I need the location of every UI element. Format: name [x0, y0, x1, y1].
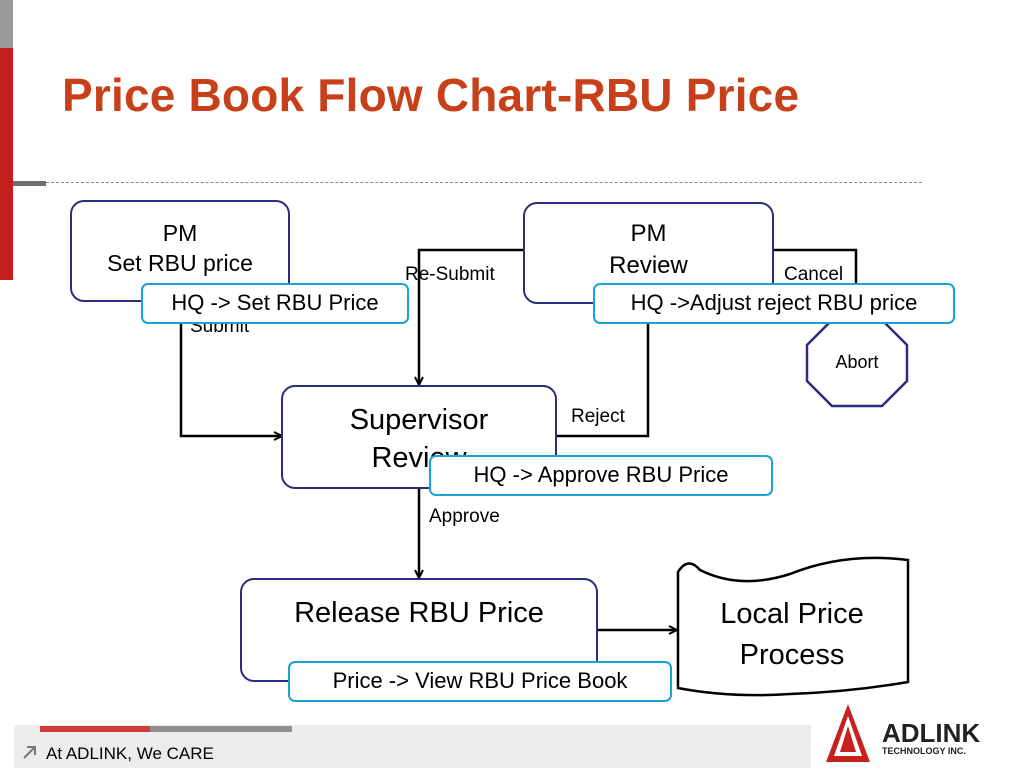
edge-reject — [556, 303, 650, 438]
footer-arrow-icon — [23, 746, 36, 759]
svg-text:ADLINK: ADLINK — [882, 718, 980, 748]
abort-octagon — [805, 318, 909, 408]
footer-bar — [14, 725, 811, 768]
footer-accent-gray — [150, 726, 292, 732]
hq-note-approve: HQ -> Approve RBU Price — [429, 455, 773, 496]
edge-label-reject: Reject — [571, 406, 625, 427]
node-release-label: Release RBU Price — [294, 597, 544, 629]
node-supervisor-label: Supervisor Review — [349, 404, 489, 474]
local-price-process-shape — [676, 556, 910, 697]
node-pm-review-label: PM Review — [609, 220, 688, 279]
node-abort: Abort — [835, 352, 879, 372]
hq-note-adjust-reject: HQ ->Adjust reject RBU price — [593, 283, 955, 324]
side-accent-red — [0, 48, 13, 280]
side-accent-gray — [0, 0, 13, 48]
svg-text:TECHNOLOGY INC.: TECHNOLOGY INC. — [882, 746, 966, 756]
footer-slogan: At ADLINK, We CARE — [46, 744, 214, 763]
edge-label-cancel: Cancel — [784, 264, 844, 285]
slide-title: Price Book Flow Chart-RBU Price — [62, 69, 800, 121]
hq-note-view-price-book: Price -> View RBU Price Book — [288, 661, 672, 702]
edge-label-approve: Approve — [429, 506, 500, 527]
edge-submit — [179, 300, 281, 436]
edge-resubmit — [419, 248, 524, 384]
node-local-price-process: Local Price Process — [720, 598, 864, 671]
edge-label-resubmit: Re-Submit — [405, 264, 495, 285]
title-rule-accent — [13, 181, 46, 186]
node-pm-set-label: PM Set RBU price — [107, 220, 253, 276]
footer-accent-red — [40, 726, 150, 732]
hq-note-set-rbu-price: HQ -> Set RBU Price — [141, 283, 409, 324]
adlink-logo: ADLINK TECHNOLOGY INC. — [826, 704, 980, 762]
title-rule-dashed — [46, 182, 922, 183]
